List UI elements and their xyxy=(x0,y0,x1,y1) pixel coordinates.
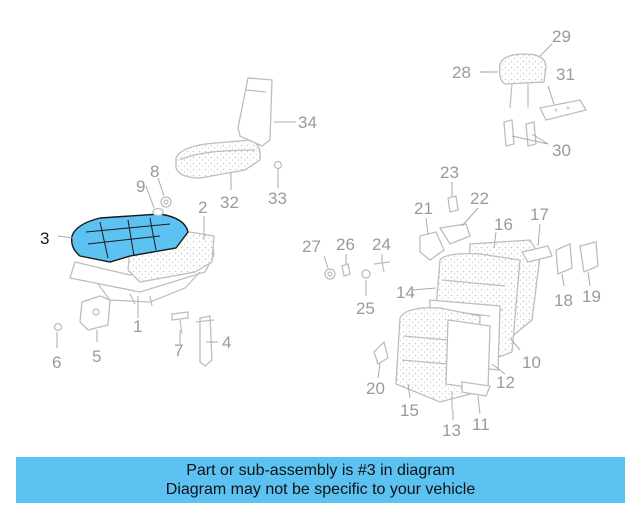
callout-7: 7 xyxy=(174,341,183,360)
bracket-part-22[interactable] xyxy=(438,223,471,245)
callout-29: 29 xyxy=(552,27,571,46)
callout-26: 26 xyxy=(336,235,355,254)
callout-22: 22 xyxy=(470,189,489,208)
callout-3: 3 xyxy=(40,229,49,248)
callout-32: 32 xyxy=(220,193,239,212)
callout-13: 13 xyxy=(442,421,461,440)
callout-12: 12 xyxy=(496,373,515,392)
callout-9: 9 xyxy=(136,177,145,196)
armrest-part-32[interactable] xyxy=(175,139,261,179)
clip-part-23[interactable] xyxy=(447,195,459,213)
bracket-part-11[interactable] xyxy=(461,381,491,397)
callout-18: 18 xyxy=(554,291,573,310)
callout-11: 11 xyxy=(472,415,490,434)
callout-15: 15 xyxy=(400,401,419,420)
pin-part-24[interactable] xyxy=(373,261,391,273)
pin-part-7[interactable] xyxy=(171,311,189,335)
nut-part-8[interactable] xyxy=(160,196,172,208)
pad-part-34[interactable] xyxy=(237,77,273,147)
latch-part-21[interactable] xyxy=(419,231,445,261)
callout-19: 19 xyxy=(582,287,601,306)
leader-lines xyxy=(56,43,591,420)
callout-33: 33 xyxy=(268,189,287,208)
washer-part-9[interactable] xyxy=(152,207,164,217)
callout-31: 31 xyxy=(556,65,575,84)
callout-8: 8 xyxy=(150,162,159,181)
callout-25: 25 xyxy=(356,299,375,318)
callout-5: 5 xyxy=(92,347,101,366)
rod-part-4[interactable] xyxy=(195,315,215,367)
cap-part-27[interactable] xyxy=(324,268,336,280)
panel-part-12[interactable] xyxy=(445,319,491,391)
caption-line-part-number: Part or sub-assembly is #3 in diagram xyxy=(186,462,455,479)
callout-23: 23 xyxy=(440,163,459,182)
callout-30: 30 xyxy=(552,141,571,160)
guide-sleeves-part-30[interactable] xyxy=(503,119,537,147)
callout-21: 21 xyxy=(414,199,433,218)
callout-4: 4 xyxy=(222,333,231,352)
callout-10: 10 xyxy=(522,353,541,372)
part-info-banner: Part or sub-assembly is #3 in diagram Di… xyxy=(16,457,625,503)
bracket-part-5[interactable] xyxy=(79,295,111,331)
callout-labels: 1 2 3 4 5 6 7 8 9 10 11 12 13 14 15 16 1… xyxy=(40,27,601,440)
headrest-part-29[interactable] xyxy=(498,53,547,109)
seat-cushion-cover-part-3[interactable] xyxy=(70,213,189,263)
callout-34: 34 xyxy=(298,113,317,132)
guide-part-31[interactable] xyxy=(539,99,588,121)
callout-24: 24 xyxy=(372,235,391,254)
nut-part-25[interactable] xyxy=(361,269,371,279)
latch-cover-part-17[interactable] xyxy=(520,245,553,263)
callout-27: 27 xyxy=(302,237,321,256)
clip-part-26[interactable] xyxy=(341,263,351,277)
callout-28: 28 xyxy=(452,63,471,82)
callout-6: 6 xyxy=(52,353,61,372)
clip-part-6[interactable] xyxy=(53,322,63,332)
screw-part-33[interactable] xyxy=(273,160,283,179)
callout-14: 14 xyxy=(396,283,415,302)
caption-line-disclaimer: Diagram may not be specific to your vehi… xyxy=(165,481,476,498)
parts-diagram: 1 2 3 4 5 6 7 8 9 10 11 12 13 14 15 16 1… xyxy=(40,27,601,440)
callout-20: 20 xyxy=(366,379,385,398)
hinge-part-18[interactable] xyxy=(555,243,573,275)
hinge-part-20[interactable] xyxy=(373,340,389,365)
callout-2: 2 xyxy=(198,198,207,217)
callout-16: 16 xyxy=(494,215,513,234)
hinge-part-19[interactable] xyxy=(579,241,599,273)
callout-17: 17 xyxy=(530,205,549,224)
callout-1: 1 xyxy=(133,317,142,336)
